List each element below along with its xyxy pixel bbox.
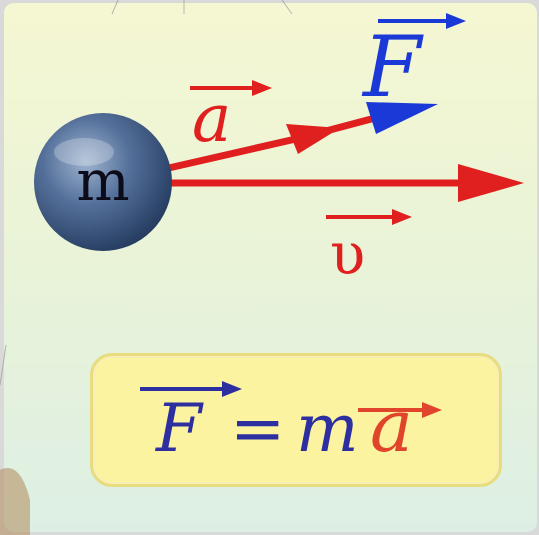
force-arrow: [325, 102, 438, 135]
acceleration-label: a: [192, 80, 231, 157]
backdrop-lines: [0, 0, 293, 386]
mass-label: m: [76, 149, 129, 214]
acceleration-label-group: a: [190, 80, 272, 157]
formula-mass: m: [296, 390, 359, 467]
formula-equals: =: [230, 390, 286, 467]
formula-force: F: [156, 390, 202, 467]
force-label-group: F: [361, 13, 466, 116]
velocity-label: υ: [330, 220, 365, 288]
mass-ball: [34, 113, 172, 251]
velocity-arrow: [165, 164, 524, 202]
backdrop-brown-edge: [0, 468, 30, 535]
force-label: F: [361, 18, 424, 116]
formula-acceleration: a: [370, 384, 413, 468]
velocity-label-group: υ: [326, 209, 412, 288]
acceleration-arrow: [159, 124, 340, 174]
formula-box: [90, 353, 502, 487]
